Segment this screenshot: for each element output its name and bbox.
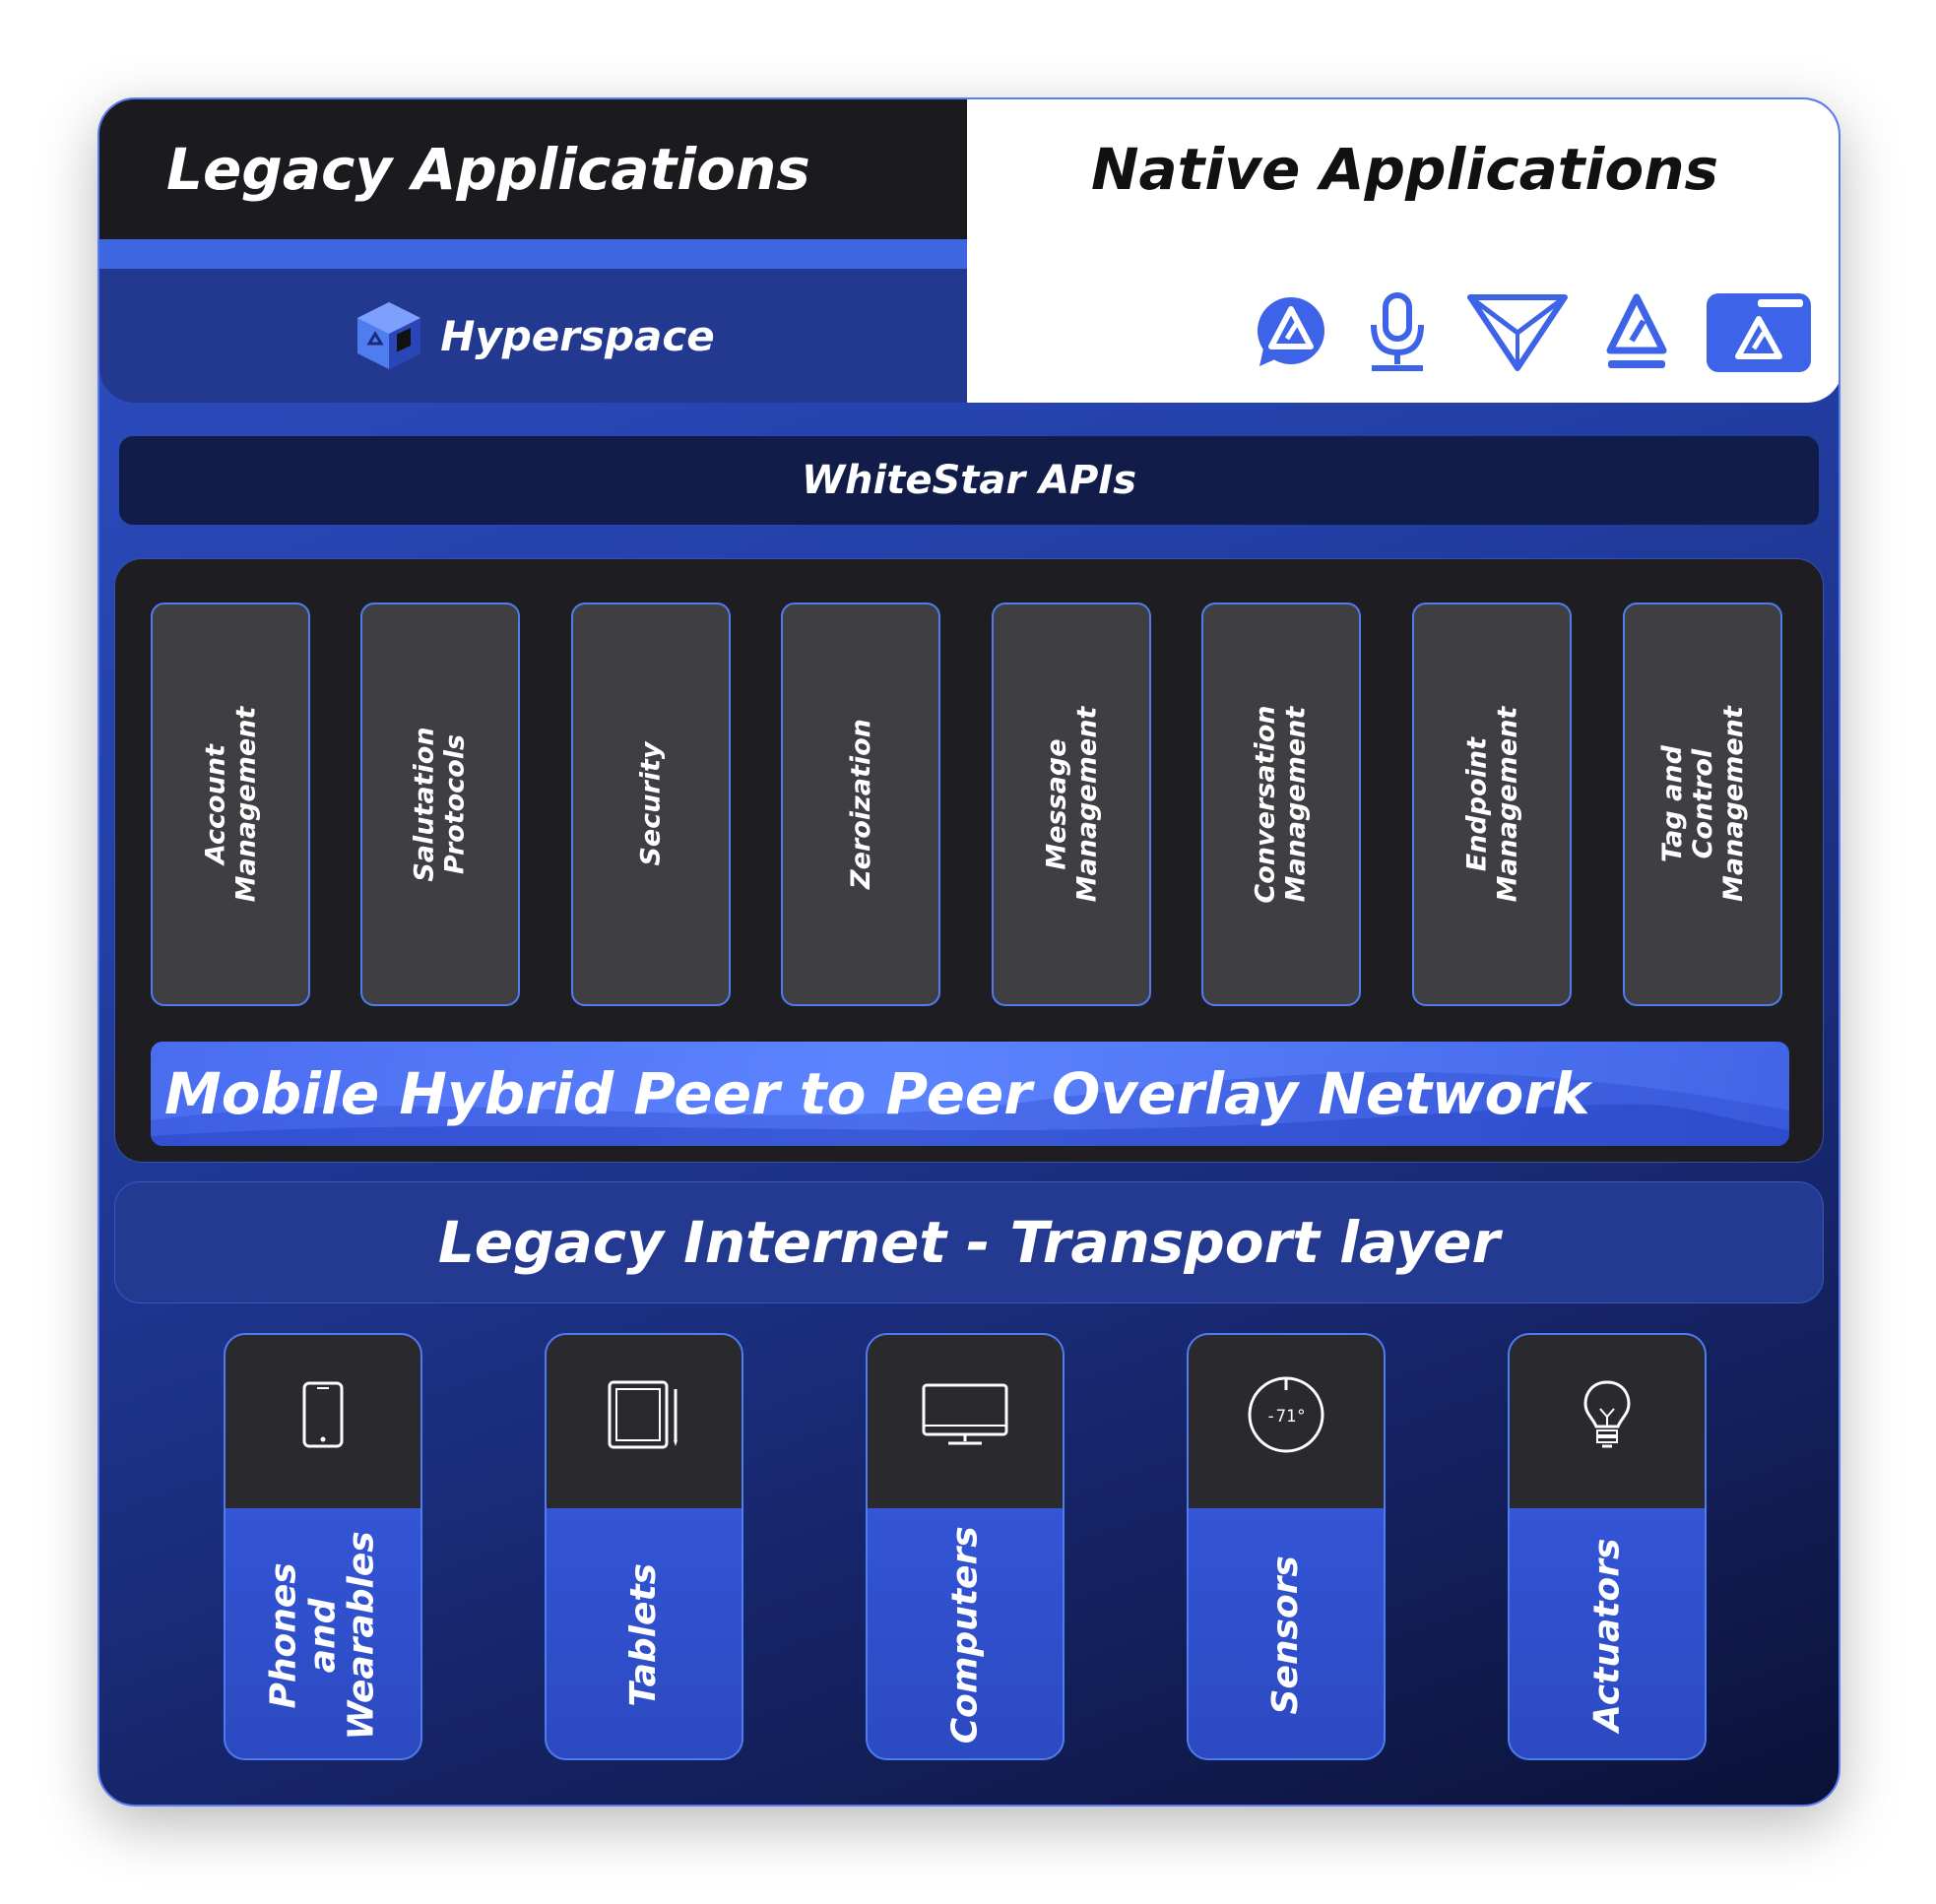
device-icon-area (868, 1335, 1063, 1508)
module-label: Zeroization (845, 720, 875, 890)
native-app-icons (1250, 291, 1813, 374)
hyperspace-cube-icon (357, 302, 421, 369)
lightbulb-icon (1583, 1380, 1631, 1448)
module-zeroization: Zeroization (781, 603, 940, 1006)
module-label-text: Tag and Control Management (1656, 706, 1749, 903)
hyperspace-label: Hyperspace (440, 311, 715, 360)
overlay-network-label: Mobile Hybrid Peer to Peer Overlay Netwo… (164, 1060, 1590, 1127)
module-label-text: Zeroization (845, 719, 876, 890)
module-label-text: Account Management (199, 706, 261, 903)
legacy-applications-title: Legacy Applications (99, 99, 967, 239)
transport-layer-bar: Legacy Internet - Transport layer (114, 1181, 1824, 1303)
module-tag-and-control-management: Tag and Control Management (1623, 603, 1782, 1006)
overlay-network-bar: Mobile Hybrid Peer to Peer Overlay Netwo… (151, 1042, 1789, 1146)
module-label: Conversation Management (1251, 705, 1312, 903)
device-label-text: Sensors (1265, 1555, 1307, 1715)
module-account-management: Account Management (151, 603, 310, 1006)
module-security: Security (571, 603, 731, 1006)
computer-icon (922, 1383, 1008, 1445)
device-icon-area (1510, 1335, 1705, 1508)
device-label-area: Actuators (1510, 1508, 1705, 1758)
fox-logo-icon (1467, 294, 1568, 371)
sensor-readout: -71° (1266, 1407, 1307, 1427)
wave-decoration (151, 1072, 1789, 1146)
chat-bubble-app-icon (1258, 297, 1324, 366)
module-label-text: Security (635, 741, 667, 867)
triangle-logo-icon (1606, 293, 1667, 368)
architecture-diagram: Legacy Applications Hyperspace Native Ap… (97, 97, 1840, 1807)
module-label: Endpoint Management (1461, 707, 1522, 903)
module-label: Salutation Protocols (410, 727, 471, 881)
device-sensors: -71° Sensors (1187, 1333, 1386, 1760)
module-salutation-protocols: Salutation Protocols (360, 603, 520, 1006)
device-label: Actuators (1586, 1538, 1628, 1733)
device-label: Computers (944, 1526, 986, 1745)
core-services-panel: Account Management Salutation Protocols … (114, 558, 1824, 1163)
device-label: Tablets (623, 1563, 665, 1707)
module-label: Security (635, 742, 666, 866)
device-icon-area: -71° (1189, 1335, 1384, 1508)
module-label-text: Endpoint Management (1460, 706, 1522, 903)
device-label-area: Phones and Wearables (226, 1508, 420, 1758)
device-tablets: Tablets (545, 1333, 743, 1760)
device-icon-area (226, 1335, 420, 1508)
module-label: Account Management (200, 707, 261, 903)
device-phones-and-wearables: Phones and Wearables (224, 1333, 422, 1760)
device-icon-area (547, 1335, 742, 1508)
whitestar-apis-bar: WhiteStar APIs (119, 436, 1819, 525)
tablet-icon (608, 1380, 678, 1449)
device-label-area: Sensors (1189, 1508, 1384, 1758)
module-label: Message Management (1041, 707, 1102, 903)
device-label: Sensors (1265, 1555, 1307, 1715)
device-label-text: Tablets (623, 1563, 665, 1707)
module-label-text: Conversation Management (1250, 705, 1313, 904)
device-computers: Computers (866, 1333, 1065, 1760)
device-label: Phones and Wearables (263, 1530, 382, 1741)
module-label-text: Message Management (1040, 706, 1102, 903)
device-label-text: Phones and Wearables (263, 1530, 382, 1741)
legacy-stripe (99, 239, 967, 269)
module-label: Tag and Control Management (1656, 707, 1748, 903)
device-label-text: Computers (944, 1526, 986, 1745)
device-label-area: Tablets (547, 1508, 742, 1758)
module-endpoint-management: Endpoint Management (1412, 603, 1572, 1006)
module-conversation-management: Conversation Management (1201, 603, 1361, 1006)
module-message-management: Message Management (992, 603, 1151, 1006)
microphone-icon (1371, 292, 1424, 371)
hyperspace-row: Hyperspace (99, 269, 967, 403)
device-actuators: Actuators (1508, 1333, 1707, 1760)
device-label-text: Actuators (1586, 1538, 1628, 1733)
device-label-area: Computers (868, 1508, 1063, 1758)
module-label-text: Salutation Protocols (409, 727, 471, 882)
browser-app-icon (1707, 293, 1811, 372)
phone-icon (302, 1381, 344, 1448)
thermostat-icon: -71° (1248, 1376, 1324, 1453)
native-applications-panel: Native Applications (967, 99, 1839, 403)
native-applications-title: Native Applications (1090, 136, 1719, 203)
